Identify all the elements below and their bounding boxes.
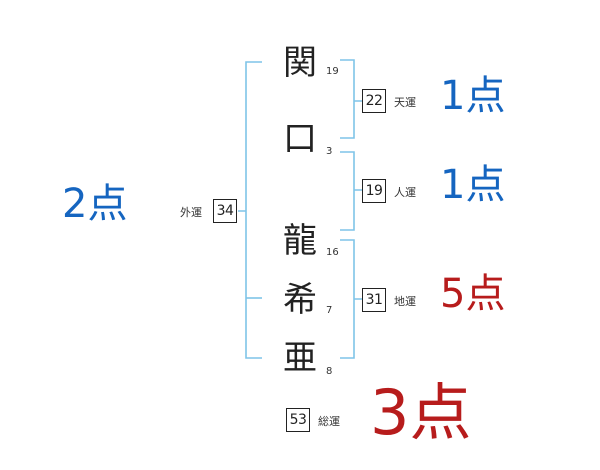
stroke-count-1: 19 bbox=[326, 66, 339, 77]
soukaku-label: 総運 bbox=[318, 415, 340, 428]
stroke-count-2: 3 bbox=[326, 146, 333, 157]
name-char-5: 亜 bbox=[283, 338, 317, 378]
jinkaku-bracket bbox=[340, 151, 362, 231]
tenkaku-bracket bbox=[340, 59, 362, 139]
name-char-3: 龍 bbox=[283, 221, 317, 261]
soukaku-score: 3点 bbox=[370, 376, 472, 449]
tenkaku-value: 22 bbox=[362, 89, 386, 113]
soukaku-value: 53 bbox=[286, 408, 310, 432]
name-char-4: 希 bbox=[283, 280, 317, 320]
tenkaku-label: 天運 bbox=[394, 96, 416, 109]
gaikaku-score: 2点 bbox=[62, 181, 128, 227]
chikaku-score: 5点 bbox=[440, 271, 506, 317]
jinkaku-label: 人運 bbox=[394, 186, 416, 199]
stroke-count-3: 16 bbox=[326, 247, 339, 258]
tenkaku-score: 1点 bbox=[440, 73, 506, 119]
chikaku-bracket bbox=[340, 239, 362, 359]
gaikaku-label: 外運 bbox=[180, 206, 202, 219]
stroke-count-5: 8 bbox=[326, 366, 333, 377]
name-char-2: 口 bbox=[283, 119, 317, 159]
jinkaku-value: 19 bbox=[362, 179, 386, 203]
gaikaku-value: 34 bbox=[213, 199, 237, 223]
jinkaku-score: 1点 bbox=[440, 162, 506, 208]
name-char-1: 関 bbox=[283, 43, 317, 83]
stroke-count-4: 7 bbox=[326, 305, 333, 316]
chikaku-label: 地運 bbox=[394, 295, 416, 308]
chikaku-value: 31 bbox=[362, 288, 386, 312]
gaikaku-bracket bbox=[238, 61, 262, 359]
